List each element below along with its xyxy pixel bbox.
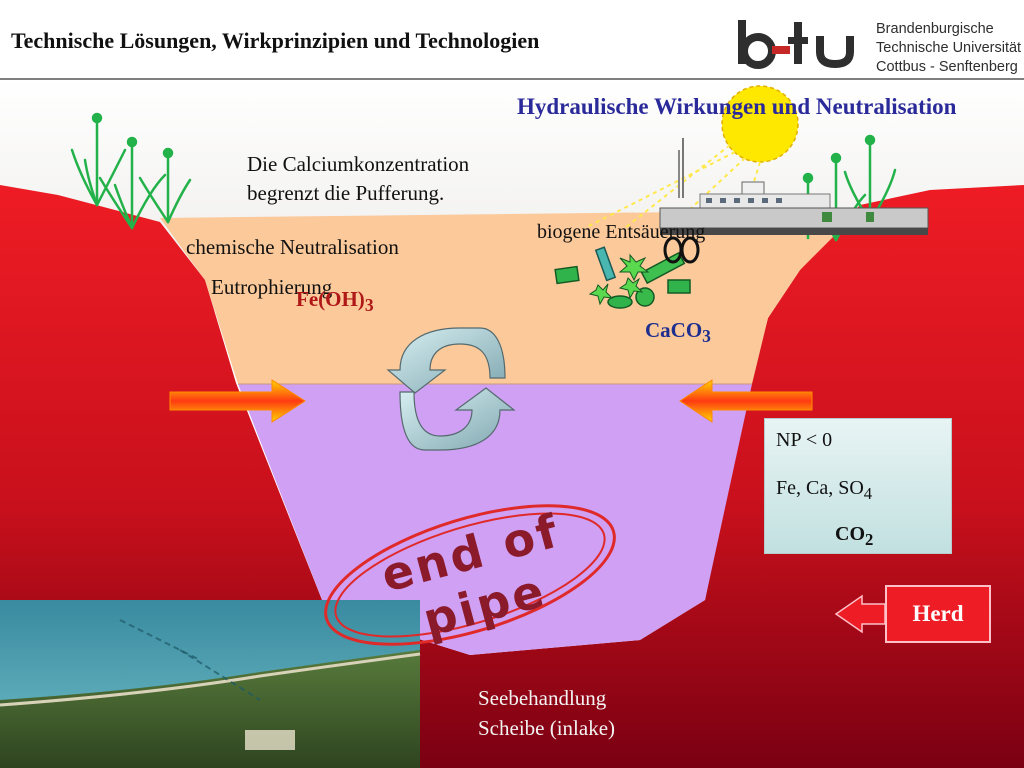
university-name: Brandenburgische Technische Universität …: [876, 20, 1021, 77]
logo-line: Cottbus - Senftenberg: [876, 59, 1018, 75]
co2-sub: 2: [865, 530, 874, 549]
co2-main: CO: [835, 523, 865, 545]
seebehandlung-note: Seebehandlung Scheibe (inlake): [478, 683, 698, 743]
logo-line: Brandenburgische: [876, 21, 994, 37]
upper-water: [160, 210, 860, 384]
feoh-main: Fe(OH): [296, 287, 365, 311]
slide-title: Technische Lösungen, Wirkprinzipien und …: [11, 28, 540, 53]
label-chemische-neutralisation: chemische Neutralisation: [186, 235, 399, 259]
diagram-subtitle: Hydraulische Wirkungen und Neutralisatio…: [517, 94, 957, 119]
label-caco3: CaCO3: [645, 318, 711, 347]
label-biogene: biogene Entsäuerung: [537, 221, 706, 243]
label-feoh3: Fe(OH)3: [296, 287, 374, 316]
ions-main: Fe, Ca, SO: [776, 477, 864, 499]
lake-photo: [0, 600, 421, 768]
particles: [554, 236, 700, 309]
caco3-sub: 3: [702, 326, 711, 347]
circulation-arrows: [386, 327, 516, 451]
caco3-main: CaCO: [645, 318, 703, 342]
herd-label: Herd: [912, 601, 964, 626]
feoh-sub: 3: [364, 295, 374, 316]
herd-box: Herd: [885, 585, 991, 643]
calcium-line: begrenzt die Pufferung.: [247, 181, 445, 205]
arrow-right-in: [679, 379, 813, 423]
co2-label: CO2: [835, 523, 873, 550]
end-of-pipe-stamp: [324, 504, 616, 646]
label-eutrophierung: Eutrophierung: [211, 275, 333, 299]
arrow-left-in: [169, 379, 306, 423]
seebehandlung-line: Scheibe (inlake): [478, 716, 616, 740]
reeds-left: [70, 112, 192, 230]
chemistry-infobox: NP < 0 Fe, Ca, SO4 CO2: [764, 418, 952, 554]
calcium-line: Die Calciumkonzentration: [247, 152, 470, 176]
ions-sub: 4: [863, 484, 873, 503]
arrow-herd: [834, 594, 886, 634]
btu-logo-icon: [738, 20, 854, 69]
logo-line: Technische Universität: [876, 40, 1022, 56]
np-value: NP < 0: [776, 429, 833, 451]
seebehandlung-line: Seebehandlung: [478, 686, 607, 710]
dredger-boat: [659, 138, 929, 235]
calcium-note: Die Calciumkonzentration begrenzt die Pu…: [247, 150, 547, 208]
ions-list: Fe, Ca, SO4: [776, 477, 872, 504]
